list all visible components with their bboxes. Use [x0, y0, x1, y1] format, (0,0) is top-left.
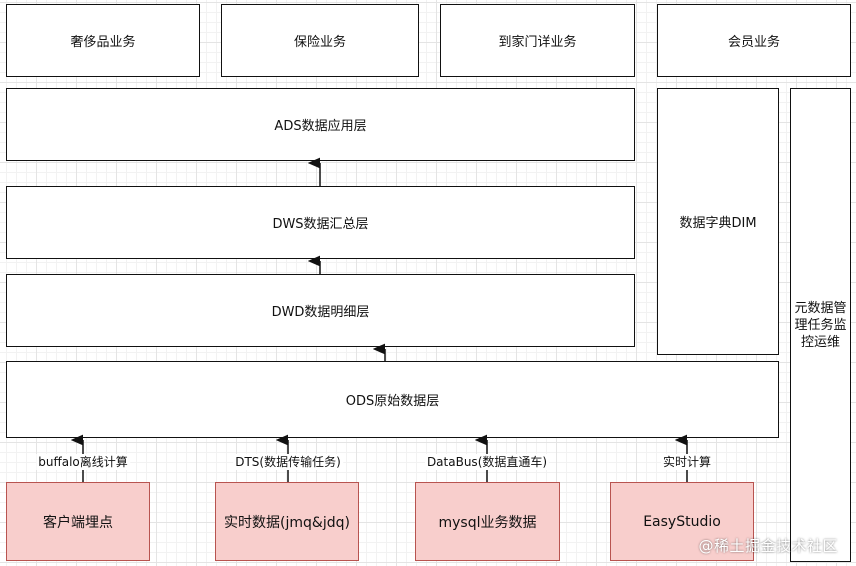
dim-dictionary: 数据字典DIM: [657, 88, 779, 355]
source-mysql-data: mysql业务数据: [415, 482, 560, 561]
layer-ads: ADS数据应用层: [6, 88, 635, 161]
layer-dwd-label: DWD数据明细层: [271, 305, 370, 320]
layer-ods-label: ODS原始数据层: [345, 394, 440, 409]
ingest-label-buffalo: buffalo离线计算: [36, 454, 130, 470]
ingest-label-dts: DTS(数据传输任务): [233, 454, 343, 470]
dim-dictionary-label: 数据字典DIM: [679, 216, 757, 231]
business-insurance-label: 保险业务: [293, 35, 346, 50]
ingest-label-databus: DataBus(数据直通车): [424, 454, 550, 470]
watermark: @稀土掘金技术社区: [698, 537, 838, 555]
business-luxury-label: 奢侈品业务: [70, 35, 136, 50]
layer-dws-label: DWS数据汇总层: [272, 217, 369, 232]
layer-ads-label: ADS数据应用层: [274, 119, 367, 134]
business-luxury: 奢侈品业务: [6, 4, 200, 77]
business-home-service-label: 到家门详业务: [498, 35, 577, 50]
business-membership: 会员业务: [657, 4, 851, 77]
business-insurance: 保险业务: [221, 4, 419, 77]
metadata-panel: 元数据管理任务监控运维: [790, 88, 851, 562]
layer-dwd: DWD数据明细层: [6, 274, 635, 347]
layer-ods: ODS原始数据层: [6, 361, 779, 438]
source-client-tracking: 客户端埋点: [6, 482, 150, 561]
source-realtime-data-label: 实时数据(jmq&jdq): [224, 514, 350, 531]
source-easystudio: EasyStudio: [610, 482, 754, 561]
business-home-service: 到家门详业务: [440, 4, 635, 77]
business-membership-label: 会员业务: [727, 35, 780, 50]
metadata-panel-label: 元数据管理任务监控运维: [794, 300, 847, 350]
source-client-tracking-label: 客户端埋点: [43, 514, 113, 531]
source-realtime-data: 实时数据(jmq&jdq): [215, 482, 359, 561]
ingest-label-realtime: 实时计算: [660, 454, 714, 470]
source-easystudio-label: EasyStudio: [643, 513, 721, 530]
layer-dws: DWS数据汇总层: [6, 186, 635, 259]
source-mysql-data-label: mysql业务数据: [438, 514, 537, 531]
